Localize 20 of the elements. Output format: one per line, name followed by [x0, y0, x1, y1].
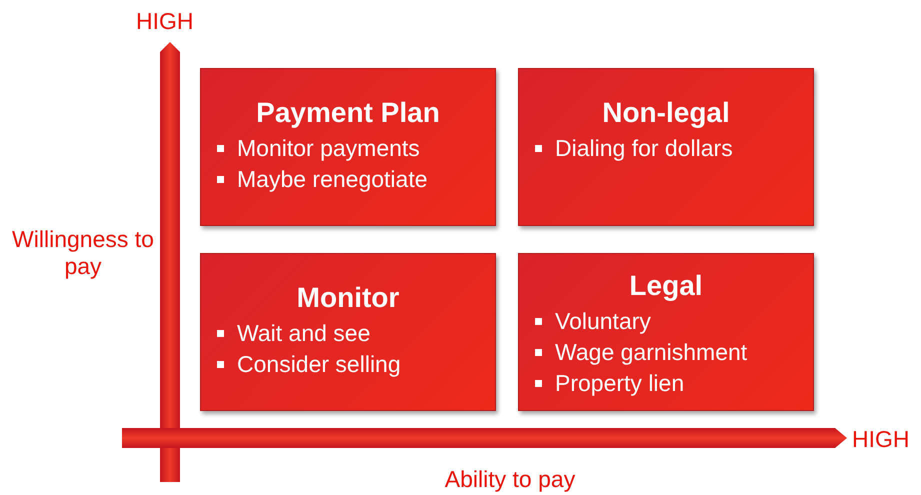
quadrant-heading: Monitor [296, 282, 400, 314]
axis-end-label: HIGH [852, 426, 910, 453]
quadrant-heading: Payment Plan [255, 97, 441, 129]
bullet-item: Consider selling [215, 349, 481, 380]
quadrant-box [200, 253, 496, 411]
bullet-item: Wage garnishment [533, 337, 799, 368]
axis-end-label: HIGH [136, 8, 194, 35]
bullet-item: Monitor payments [215, 133, 481, 164]
bullet-item: Property lien [533, 368, 799, 399]
bullet-item: Voluntary [533, 306, 799, 337]
axis-title: Willingness to pay [11, 226, 155, 280]
quadrant-heading: Legal [628, 270, 704, 302]
quadrant-box [518, 253, 814, 411]
bullet-item: Wait and see [215, 318, 481, 349]
bullet-item: Dialing for dollars [533, 133, 799, 164]
quadrant-heading: Non-legal [601, 97, 731, 129]
quadrant-box [200, 68, 496, 226]
quadrant-box [518, 68, 814, 226]
axis-title: Ability to pay [444, 466, 576, 493]
bullet-item: Maybe renegotiate [215, 164, 481, 195]
